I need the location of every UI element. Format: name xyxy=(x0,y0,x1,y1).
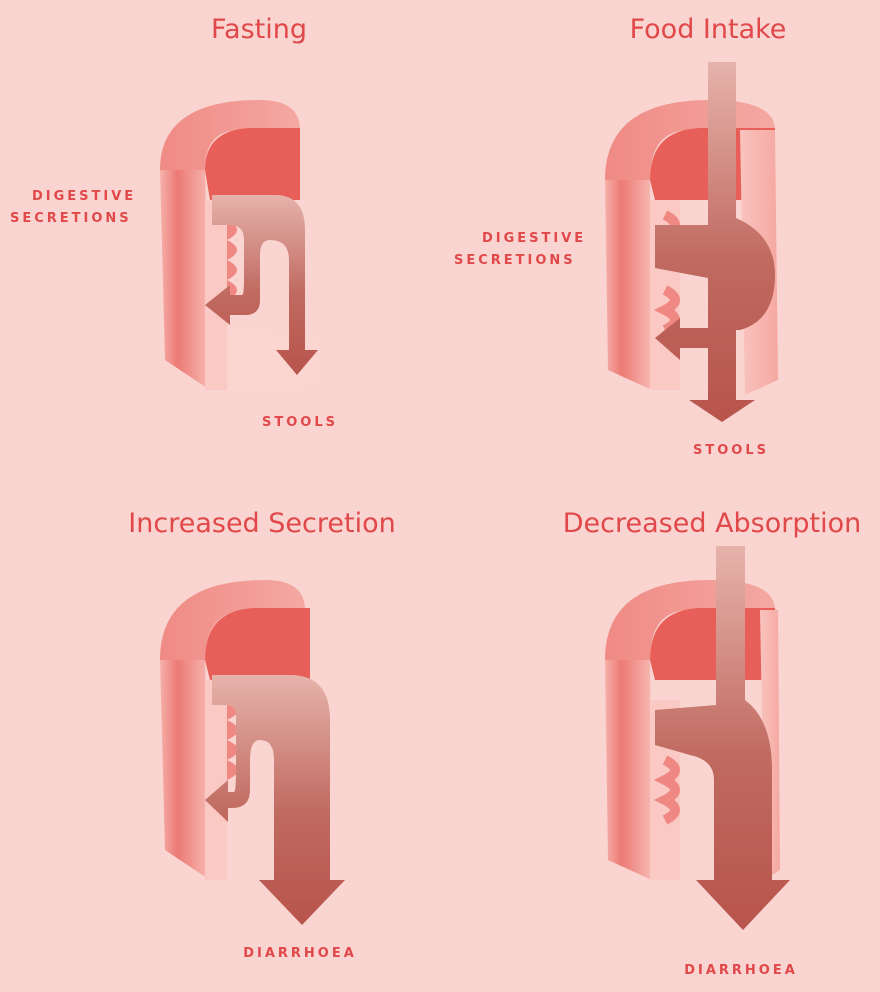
panel-title-food-intake: Food Intake xyxy=(630,14,787,45)
increased-secretion-output-label: DIARRHOEA xyxy=(243,943,357,965)
label-line: SECRETIONS xyxy=(454,250,586,272)
panel-title-increased-secretion: Increased Secretion xyxy=(128,508,395,539)
decreased-absorption-output-label: DIARRHOEA xyxy=(684,960,798,982)
fasting-output-label: STOOLS xyxy=(262,412,338,434)
fasting-secretions-label: DIGESTIVE SECRETIONS xyxy=(10,186,136,230)
panel-title-fasting: Fasting xyxy=(211,14,307,45)
panel-title-decreased-absorption: Decreased Absorption xyxy=(563,508,861,539)
label-line: DIGESTIVE xyxy=(454,228,586,250)
label-line: DIGESTIVE xyxy=(10,186,136,208)
food-intake-output-label: STOOLS xyxy=(693,440,769,462)
food-intake-secretions-label: DIGESTIVE SECRETIONS xyxy=(454,228,586,272)
label-line: SECRETIONS xyxy=(10,208,136,230)
